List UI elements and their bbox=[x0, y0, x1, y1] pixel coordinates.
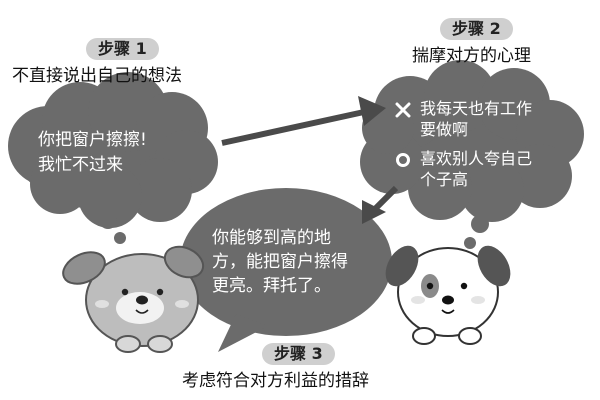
center-speech-bubble bbox=[180, 188, 392, 352]
option-line: 要做啊 bbox=[420, 120, 469, 139]
option-cross: 我每天也有工作 要做啊 bbox=[392, 98, 532, 140]
option-line: 喜欢别人夸自己 bbox=[420, 149, 533, 168]
option-line: 个子高 bbox=[420, 170, 469, 189]
left-bubble-line: 你把窗户擦擦! bbox=[38, 130, 147, 150]
step-3-label: 步骤 3 bbox=[262, 343, 335, 365]
step-1-label: 步骤 1 bbox=[86, 38, 159, 60]
right-thought-bubble bbox=[360, 60, 584, 249]
step-1-caption: 不直接说出自己的想法 bbox=[12, 66, 182, 86]
option-circle: 喜欢别人夸自己 个子高 bbox=[392, 148, 532, 190]
white-dog-illustration bbox=[385, 245, 511, 345]
cross-mark-icon bbox=[392, 102, 414, 118]
left-bubble-line: 我忙不过来 bbox=[38, 155, 123, 175]
center-bubble-text: 你能够到高的地 方，能把窗户擦得 更亮。拜托了。 bbox=[212, 226, 348, 298]
gray-dog-illustration bbox=[62, 245, 205, 353]
arrow-step2-to-step3 bbox=[362, 185, 399, 224]
center-bubble-line: 方，能把窗户擦得 bbox=[212, 252, 348, 272]
left-thought-bubble bbox=[8, 72, 218, 244]
step-3-caption: 考虑符合对方利益的措辞 bbox=[182, 371, 369, 391]
step-2-caption: 揣摩对方的心理 bbox=[412, 46, 531, 66]
option-line: 我每天也有工作 bbox=[420, 99, 533, 118]
left-bubble-text: 你把窗户擦擦! 我忙不过来 bbox=[38, 128, 147, 178]
circle-mark-icon bbox=[392, 152, 414, 168]
step-2-label: 步骤 2 bbox=[440, 18, 513, 40]
arrow-step1-to-step2 bbox=[221, 96, 386, 146]
center-bubble-line: 你能够到高的地 bbox=[212, 228, 331, 248]
center-bubble-line: 更亮。拜托了。 bbox=[212, 276, 331, 296]
